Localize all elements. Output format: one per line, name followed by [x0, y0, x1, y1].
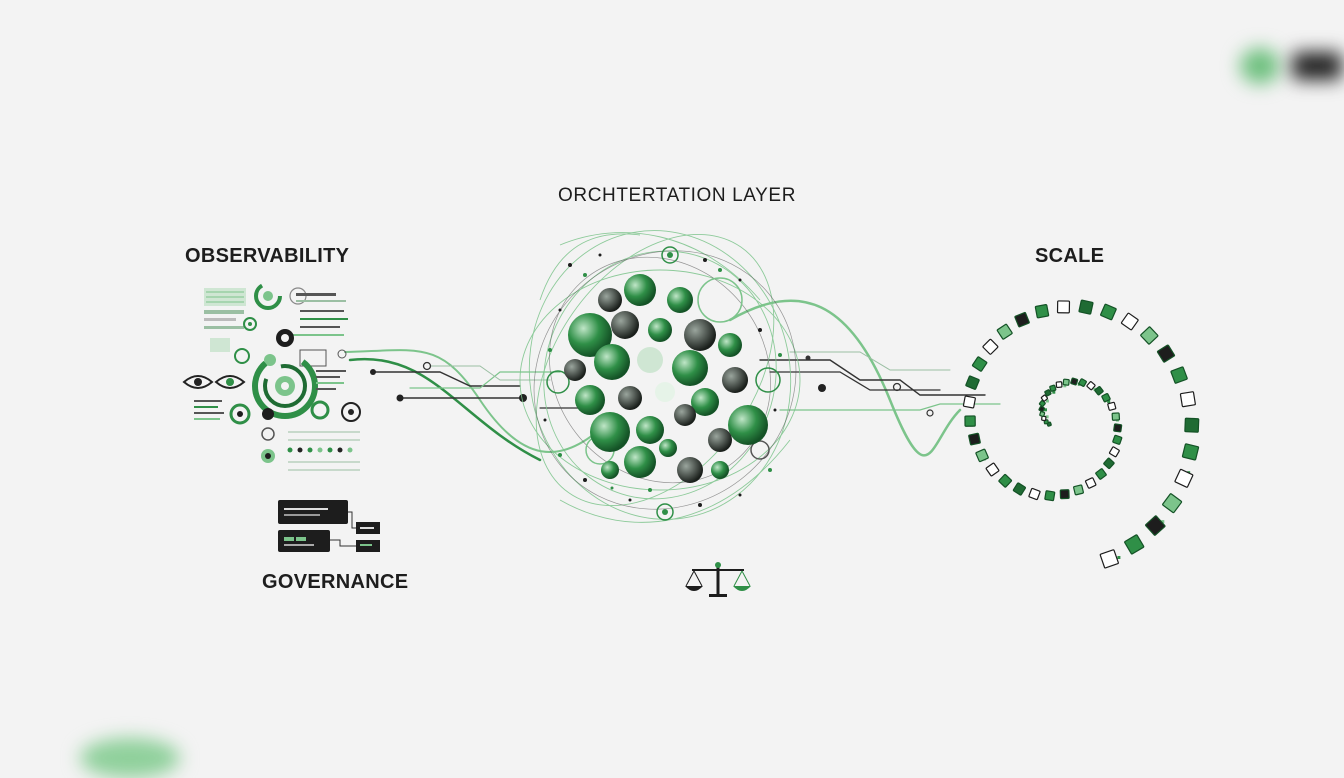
balance-scale-icon	[685, 562, 751, 597]
cube-icon	[1012, 482, 1026, 496]
cube-icon	[1044, 389, 1052, 397]
cube-icon	[1086, 381, 1096, 391]
cube-particle	[1052, 390, 1056, 394]
cube-icon	[1055, 381, 1063, 389]
cube-icon	[968, 432, 981, 446]
cube-particle	[1063, 384, 1067, 388]
observability-label: OBSERVABILITY	[185, 245, 350, 267]
scale-cube-spiral	[962, 299, 1200, 569]
governance-panels	[278, 500, 380, 552]
cube-icon	[1044, 490, 1056, 502]
cube-icon	[1070, 377, 1079, 386]
cube-icon	[1078, 299, 1094, 315]
cube-particle	[1045, 399, 1049, 403]
cube-icon	[1162, 493, 1183, 514]
cube-icon	[1170, 366, 1188, 384]
flow-lines	[344, 299, 1001, 462]
cube-particle	[1045, 415, 1049, 419]
cube-icon	[1101, 393, 1111, 403]
cube-particle	[1117, 556, 1121, 559]
cube-icon	[1145, 515, 1166, 536]
cube-icon	[1107, 401, 1117, 411]
cube-icon	[1184, 417, 1200, 433]
cube-icon	[985, 462, 1000, 477]
governance-label: GOVERNANCE	[262, 571, 409, 593]
cube-icon	[1181, 443, 1200, 461]
cube-icon	[1111, 412, 1121, 421]
cube-icon	[982, 338, 999, 355]
cube-icon	[1156, 344, 1176, 363]
cube-icon	[1049, 384, 1057, 392]
cube-icon	[1113, 423, 1123, 433]
cube-icon	[1038, 405, 1045, 413]
cube-icon	[1038, 400, 1046, 407]
cube-icon	[1094, 386, 1104, 396]
cube-icon	[1034, 303, 1050, 319]
cube-icon	[964, 415, 976, 427]
cube-icon	[1112, 434, 1123, 445]
eye-icon	[214, 375, 246, 389]
top-right-green-blob	[1240, 48, 1280, 84]
eye-icon	[182, 375, 214, 389]
cube-icon	[1056, 300, 1071, 314]
cube-particle	[1161, 520, 1165, 524]
cube-icon	[1100, 303, 1117, 321]
cube-icon	[996, 323, 1013, 340]
cube-icon	[962, 395, 976, 409]
cube-icon	[1095, 468, 1107, 480]
cube-icon	[1059, 489, 1070, 500]
cube-icon	[1084, 477, 1097, 489]
cube-icon	[1062, 378, 1070, 386]
scale-label: SCALE	[1035, 245, 1105, 267]
flow-nodes	[370, 355, 934, 417]
cube-icon	[1014, 311, 1030, 328]
cube-icon	[1028, 487, 1041, 501]
cube-icon	[1078, 378, 1087, 387]
cube-particle	[1107, 400, 1111, 403]
cube-icon	[975, 448, 989, 463]
network-cluster-icon	[519, 230, 801, 523]
cube-icon	[1099, 549, 1119, 569]
cube-icon	[1174, 468, 1194, 488]
cube-icon	[971, 356, 988, 372]
cube-icon	[1040, 394, 1048, 402]
cube-icon	[1073, 484, 1084, 496]
cube-icon	[1179, 391, 1196, 408]
cube-icon	[1124, 534, 1145, 555]
cube-icon	[1120, 312, 1139, 331]
cube-particle	[1044, 408, 1047, 412]
cube-icon	[1108, 446, 1120, 458]
target-ring-icon	[252, 353, 318, 419]
top-right-dark-blob	[1292, 52, 1342, 80]
orchestration-layer-label: ORCHTERTATION LAYER	[558, 185, 797, 206]
cube-icon	[998, 473, 1013, 488]
cube-icon	[1103, 457, 1115, 470]
cube-icon	[1140, 326, 1159, 345]
cube-icon	[965, 375, 980, 390]
observability-dashboard	[182, 282, 361, 471]
cube-icon	[1041, 415, 1047, 422]
